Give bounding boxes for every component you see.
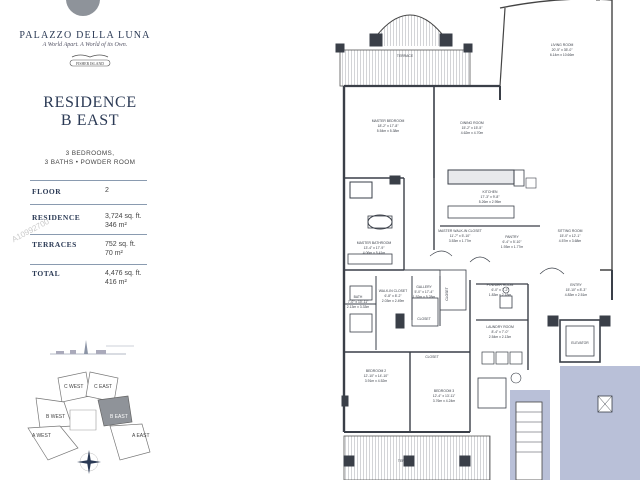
spec-label: RESIDENCE — [32, 213, 81, 222]
room-dims-metric: 4.62m x 4.70m — [461, 131, 484, 135]
specs-table: FLOOR 2 RESIDENCE 3,724 sq. ft. 346 m² T… — [30, 180, 147, 294]
room-name: BEDROOM 3 — [434, 389, 454, 393]
spec-value: 2 — [105, 187, 109, 194]
room-name: WALK-IN CLOSET — [379, 289, 408, 293]
room-dims: 8'-4" x 7'-0" — [491, 330, 509, 334]
room-name: SITTING ROOM — [558, 229, 583, 233]
floor-plan — [335, 0, 640, 480]
spec-value-metric: 416 m² — [105, 279, 127, 286]
room-dims: 6'-0" x 7'-2" — [491, 288, 509, 292]
room-dims: 6'-8" x 8'-2" — [384, 294, 402, 298]
room-dims-metric: 1.83m x 2.18m — [489, 293, 512, 297]
room-dims-metric: 4.57m x 3.68m — [559, 239, 582, 243]
room-dims-metric: 5.54m x 5.38m — [377, 129, 400, 133]
room-dims-metric: 3.91m x 4.52m — [365, 379, 388, 383]
room-name: BATH — [354, 295, 363, 299]
key-unit-b-east: B EAST — [110, 414, 128, 420]
brand-tagline: A World Apart. A World of its Own. — [42, 42, 128, 48]
residence-title-line1: RESIDENCE — [43, 94, 137, 111]
spec-value-metric: 346 m² — [105, 222, 127, 229]
brand-title: PALAZZO DELLA LUNA — [19, 30, 151, 41]
fisher-island-badge: FISHER ISLAND — [69, 54, 111, 67]
room-name: MASTER WALK-IN CLOSET — [438, 229, 482, 233]
room-dims: 6'-4" x 5'-10" — [503, 240, 523, 244]
room-name: MASTER BATHROOM — [357, 241, 392, 245]
room-dims: 5'-0" x 17'-4" — [415, 290, 435, 294]
room-dims: 7'-0" x 10'-11" — [348, 300, 369, 304]
room-name: CLOSET — [425, 355, 439, 359]
spec-label: FLOOR — [32, 187, 62, 196]
skyline-sketch — [50, 340, 134, 355]
logo-emblem — [66, 0, 100, 16]
spec-value-metric: 70 m² — [105, 250, 123, 257]
bedroom-summary: 3 BEDROOMS, 3 BATHS • POWDER ROOM — [0, 150, 180, 167]
key-plan: C WEST C EAST B WEST B EAST A WEST A EAS… — [27, 371, 151, 461]
room-name: BEDROOM 2 — [366, 369, 386, 373]
room-dims: 20'-5" x 35'-0" — [552, 48, 574, 52]
bedrooms-text: 3 BEDROOMS, — [65, 150, 115, 157]
badge-text: FISHER ISLAND — [76, 62, 104, 66]
room-name: POWDER ROOM — [487, 283, 514, 287]
key-unit-c-east: C EAST — [94, 384, 112, 390]
room-dims: 11'-7" x 5'-10" — [450, 234, 471, 238]
room-dims-metric: 6.14m x 10.66m — [550, 53, 574, 57]
spec-row-terraces: TERRACES 752 sq. ft. 70 m² — [30, 234, 147, 264]
room-dims-metric: 3.76m x 4.24m — [433, 399, 456, 403]
room-dims-metric: 2.13m x 3.33m — [347, 305, 370, 309]
room-dims-metric: 5.26m x 2.95m — [479, 200, 502, 204]
spec-value: 4,476 sq. ft. — [105, 270, 142, 277]
spec-label: TERRACES — [32, 240, 77, 249]
room-name: LIVING ROOM — [551, 43, 574, 47]
room-name: MASTER BEDROOM — [372, 119, 405, 123]
room-name: KITCHEN — [483, 190, 498, 194]
room-name: ELEVATOR — [571, 341, 589, 345]
room-dims-metric: 4.06m x 5.41m — [363, 251, 386, 255]
room-dims-metric: 3.53m x 1.77m — [449, 239, 472, 243]
room-dims: 13'-4" x 17'-9" — [364, 246, 386, 250]
compass-rose-icon — [77, 450, 101, 474]
room-dims: 15'-0" x 12'-1" — [560, 234, 582, 238]
spec-label: TOTAL — [32, 269, 61, 278]
key-unit-c-west: C WEST — [64, 384, 83, 390]
room-dims: 15'-10" x 8'-3" — [566, 288, 588, 292]
spec-value: 3,724 sq. ft. — [105, 213, 142, 220]
room-dims-metric: 4.83m x 2.51m — [565, 293, 588, 297]
room-name: TERRACE — [398, 459, 415, 463]
residence-title: RESIDENCE B EAST — [0, 94, 180, 130]
room-name: LAUNDRY ROOM — [486, 325, 514, 329]
room-labels: TERRACE LIVING ROOM 20'-5" x 35'-0" 6.14… — [347, 43, 590, 463]
room-name: PANTRY — [505, 235, 519, 239]
room-dims: 18'-2" x 17'-8" — [378, 124, 400, 128]
room-dims-metric: 2.54m x 2.13m — [489, 335, 512, 339]
spec-row-residence: RESIDENCE 3,724 sq. ft. 346 m² — [30, 204, 147, 234]
key-unit-a-west: A WEST — [32, 433, 51, 439]
room-dims: 12'-4" x 13'-11" — [433, 394, 456, 398]
spec-value: 752 sq. ft. — [105, 241, 136, 248]
spec-row-floor: FLOOR 2 — [30, 180, 147, 204]
room-name: CLOSET — [445, 287, 449, 301]
baths-text: 3 BATHS • POWDER ROOM — [44, 158, 136, 166]
room-name: GALLERY — [416, 285, 432, 289]
room-dims-metric: 2.03m x 2.49m — [382, 299, 405, 303]
room-name: TERRACE — [397, 54, 414, 58]
room-name: ENTRY — [570, 283, 582, 287]
brochure-info-panel: PALAZZO DELLA LUNA A World Apart. A Worl… — [0, 0, 170, 480]
room-dims: 12'-10" x 14'-10" — [364, 374, 389, 378]
room-name: CLOSET — [417, 317, 431, 321]
room-dims: 17'-3" x 9'-8" — [481, 195, 501, 199]
room-name: DINING ROOM — [460, 121, 484, 125]
key-unit-a-east: A EAST — [132, 433, 150, 439]
room-dims-metric: 1.52m x 5.28m — [413, 295, 436, 299]
room-dims-metric: 1.93m x 1.77m — [501, 245, 524, 249]
room-dims: 15'-2" x 15'-5" — [462, 126, 484, 130]
key-unit-b-west: B WEST — [46, 414, 65, 420]
spec-row-total: TOTAL 4,476 sq. ft. 416 m² — [30, 264, 147, 294]
residence-title-line2: B EAST — [60, 112, 120, 129]
